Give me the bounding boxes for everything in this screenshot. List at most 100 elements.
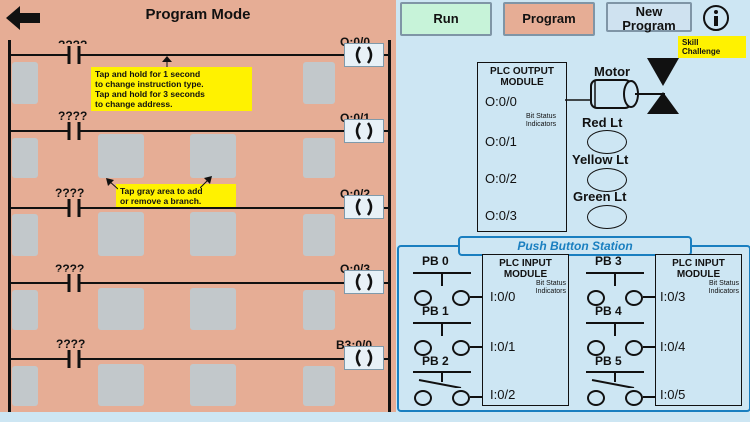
- branch-area[interactable]: [98, 134, 144, 178]
- branch-area[interactable]: [12, 138, 38, 178]
- branch-area[interactable]: [98, 288, 144, 330]
- contact-address: ????: [56, 337, 86, 351]
- pb-wire: [470, 346, 482, 348]
- output-address: O:0/2: [485, 171, 517, 186]
- coil-icon: [355, 46, 373, 64]
- yellow-light-indicator: [587, 168, 627, 192]
- plc-output-module: PLC OUTPUT MODULE: [477, 62, 567, 232]
- coil-button[interactable]: [344, 43, 384, 67]
- contact-icon[interactable]: [56, 272, 92, 294]
- pb-label: PB 5: [595, 354, 622, 368]
- branch-area[interactable]: [190, 364, 236, 406]
- rung-line: [10, 130, 390, 132]
- hint-note: Tap gray area to add or remove a branch.: [116, 184, 236, 208]
- pb-wire: [643, 346, 655, 348]
- output-address: O:0/1: [485, 134, 517, 149]
- pb-wire: [470, 396, 482, 398]
- branch-area[interactable]: [98, 212, 144, 256]
- coil-button[interactable]: [344, 270, 384, 294]
- motor-label: Motor: [594, 64, 631, 79]
- branch-area[interactable]: [190, 212, 236, 256]
- input-address: I:0/5: [660, 387, 686, 402]
- coil-icon: [355, 273, 373, 291]
- left-power-rail: [8, 40, 11, 412]
- branch-area[interactable]: [12, 62, 38, 104]
- pb-3-button[interactable]: [625, 290, 643, 306]
- branch-area[interactable]: [190, 288, 236, 330]
- branch-area[interactable]: [303, 214, 335, 256]
- pb-5-button[interactable]: [625, 390, 643, 406]
- contact-icon[interactable]: [56, 120, 92, 142]
- rung-line: [10, 282, 390, 284]
- pointer-arrow-icon: [106, 178, 118, 190]
- rung-line: [10, 358, 390, 360]
- pb-actuator: [441, 322, 443, 336]
- coil-icon: [355, 349, 373, 367]
- branch-area[interactable]: [303, 290, 335, 330]
- input-address: I:0/1: [490, 339, 516, 354]
- coil-icon: [355, 198, 373, 216]
- input-address: I:0/0: [490, 289, 516, 304]
- right-power-rail: [388, 40, 391, 412]
- branch-area[interactable]: [12, 290, 38, 330]
- pb-0-button[interactable]: [452, 290, 470, 306]
- back-arrow-icon[interactable]: [6, 6, 42, 30]
- red-light-label: Red Lt: [582, 115, 623, 130]
- pb-label: PB 3: [595, 254, 622, 268]
- pb-3-button[interactable]: [587, 290, 605, 306]
- contact-icon[interactable]: [56, 348, 92, 370]
- pb-2-button[interactable]: [414, 390, 432, 406]
- branch-area[interactable]: [303, 138, 335, 178]
- contact-icon[interactable]: [56, 197, 92, 219]
- green-light-label: Green Lt: [573, 189, 627, 204]
- pb-0-button[interactable]: [414, 290, 432, 306]
- pb-label: PB 4: [595, 304, 622, 318]
- branch-area[interactable]: [303, 62, 335, 104]
- rung-line: [10, 207, 390, 209]
- pb-1-button[interactable]: [414, 340, 432, 356]
- contact-address: ????: [58, 109, 88, 123]
- branch-area[interactable]: [98, 364, 144, 406]
- pb-actuator: [441, 272, 443, 286]
- pb-nc-actuator-icon: [413, 371, 471, 388]
- pb-2-button[interactable]: [452, 390, 470, 406]
- page-title: Program Mode: [145, 6, 251, 23]
- red-light-indicator: [587, 130, 627, 154]
- branch-area[interactable]: [12, 214, 38, 256]
- skill-challenge-button[interactable]: Skill Challenge: [678, 36, 746, 58]
- coil-button[interactable]: [344, 346, 384, 370]
- branch-area[interactable]: [303, 366, 335, 406]
- plc-input-module-right: PLC INPUT MODULE Bit Status Indicators: [655, 254, 742, 406]
- contact-address: ????: [55, 186, 85, 200]
- pb-wire: [643, 396, 655, 398]
- pb-4-button[interactable]: [587, 340, 605, 356]
- pb-wire: [470, 296, 482, 298]
- pb-1-button[interactable]: [452, 340, 470, 356]
- motor-icon: [565, 58, 679, 114]
- pb-5-button[interactable]: [587, 390, 605, 406]
- output-address: O:0/3: [485, 208, 517, 223]
- branch-area[interactable]: [190, 134, 236, 178]
- branch-area[interactable]: [12, 366, 38, 406]
- ladder-editor: Program Mode ???? O:0/0 Tap and hold for…: [0, 0, 396, 412]
- input-address: I:0/3: [660, 289, 686, 304]
- pb-actuator: [614, 272, 616, 286]
- contact-icon[interactable]: [56, 44, 92, 66]
- info-icon[interactable]: [702, 4, 730, 32]
- yellow-light-label: Yellow Lt: [572, 152, 629, 167]
- coil-button[interactable]: [344, 119, 384, 143]
- green-light-indicator: [587, 205, 627, 229]
- hint-note: Tap and hold for 1 second to change inst…: [91, 67, 252, 111]
- run-button[interactable]: Run: [400, 2, 492, 36]
- pb-wire: [643, 296, 655, 298]
- pb-nc-actuator-icon: [586, 371, 644, 388]
- input-address: I:0/2: [490, 387, 516, 402]
- bit-status-label: Bit Status Indicators: [525, 113, 557, 128]
- new-program-button[interactable]: New Program: [606, 2, 692, 33]
- coil-button[interactable]: [344, 195, 384, 219]
- pb-actuator: [614, 322, 616, 336]
- station-title: Push Button Station: [458, 236, 692, 256]
- pb-4-button[interactable]: [625, 340, 643, 356]
- program-button[interactable]: Program: [503, 2, 595, 36]
- pointer-arrow-icon: [200, 176, 212, 188]
